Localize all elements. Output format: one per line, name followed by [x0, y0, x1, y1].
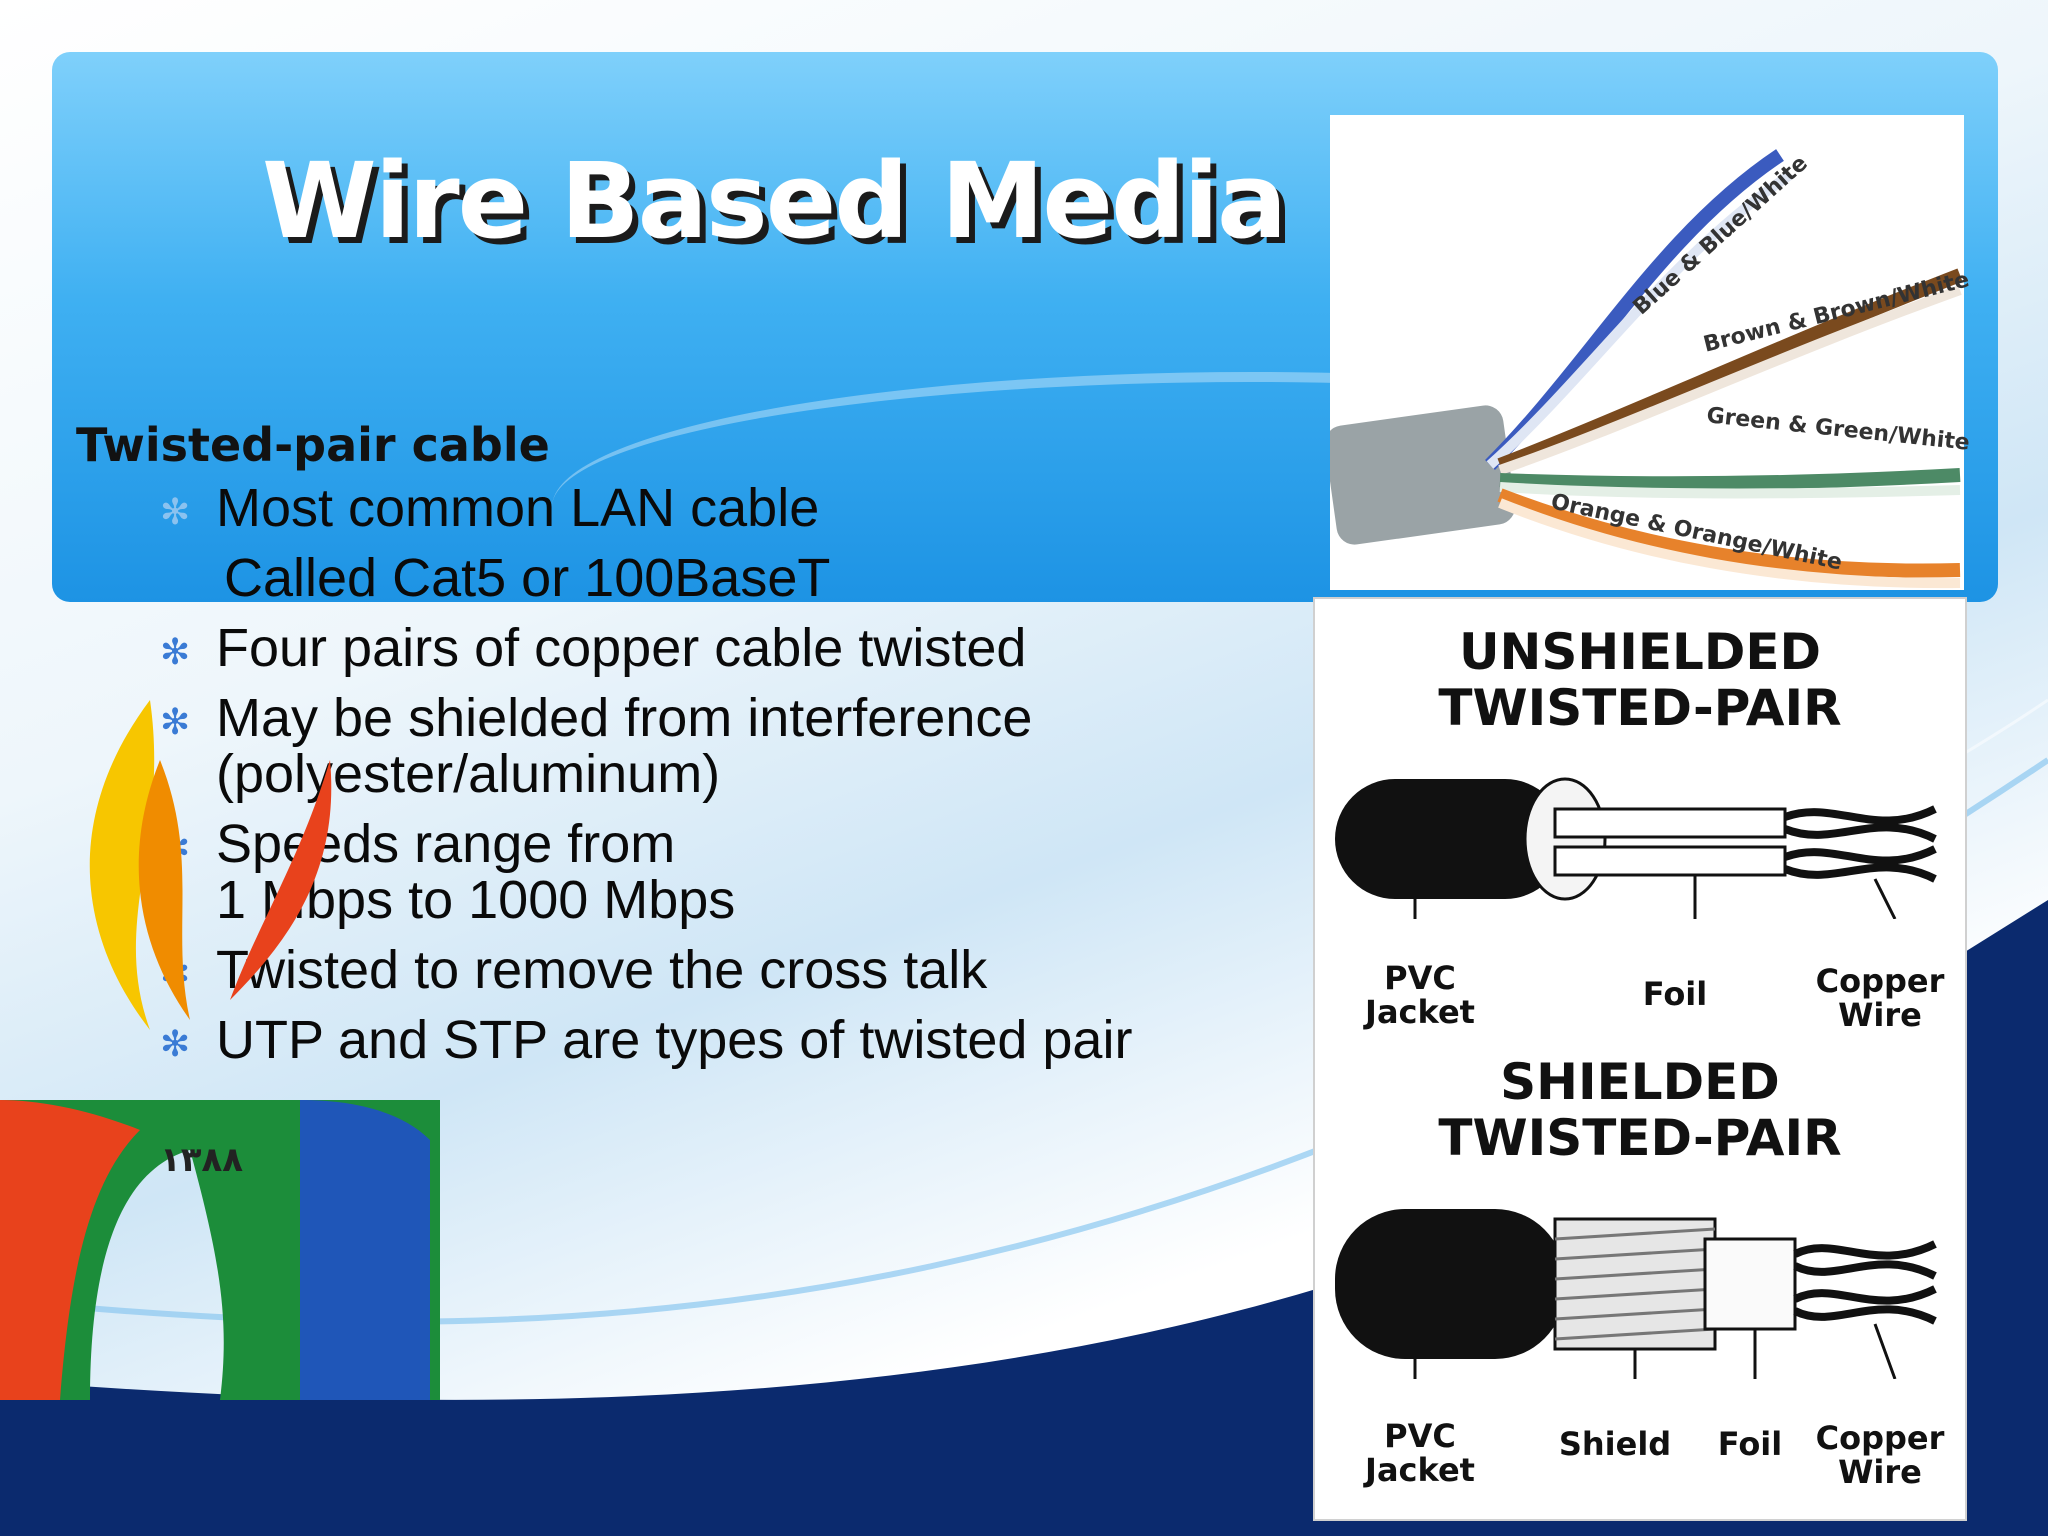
asterisk-bullet-icon: ✻ [160, 1023, 191, 1064]
stp-label-pvc: PVC Jacket [1355, 1419, 1485, 1487]
stp-label-copper: Copper Wire [1815, 1421, 1945, 1489]
utp-pvc-line2: Jacket [1365, 993, 1475, 1031]
utp-heading-line1: UNSHIELDED [1458, 623, 1822, 681]
bullet-list: ✻ Most common LAN cable Called Cat5 or 1… [160, 480, 1310, 1082]
bullet-item: ✻ Most common LAN cable [160, 480, 1310, 536]
asterisk-bullet-icon: ✻ [160, 701, 191, 742]
cable-photo-art [1324, 115, 1964, 590]
bullet-text: Four pairs of copper cable twisted [216, 618, 1027, 678]
flame-logo-art [0, 700, 440, 1400]
bullet-item: ✻ May be shielded from interference (pol… [160, 690, 1310, 802]
stp-copper-line2: Wire [1838, 1453, 1922, 1491]
stp-cable-drawing [1335, 1209, 1937, 1379]
logo-year: ١٣٨٨ [160, 1140, 244, 1180]
twisted-pair-cable-photo: Blue & Blue/White Brown & Brown/White Gr… [1324, 115, 1972, 590]
utp-stp-diagram: UNSHIELDED TWISTED-PAIR PVC Jacket Foil … [1313, 597, 1967, 1521]
bullet-item: ✻ Four pairs of copper cable twisted [160, 620, 1310, 676]
asterisk-bullet-icon: ✻ [160, 631, 191, 672]
stp-label-foil: Foil [1717, 1425, 1783, 1463]
bullet-text: Called Cat5 or 100BaseT [224, 548, 831, 608]
stp-heading-line1: SHIELDED [1500, 1053, 1780, 1111]
utp-label-foil: Foil [1642, 975, 1708, 1013]
stp-label-shield: Shield [1558, 1425, 1672, 1463]
bullet-item: ✻ UTP and STP are types of twisted pair [160, 1012, 1310, 1068]
bullet-text-line2: (polyester/aluminum) [216, 744, 721, 804]
utp-pvc-line1: PVC [1384, 959, 1456, 997]
asterisk-bullet-icon: ✻ [160, 491, 191, 532]
utp-heading-line2: TWISTED-PAIR [1438, 679, 1842, 737]
flame-logo: ١٣٨٨ [0, 700, 440, 1420]
banner-sweep-decoration [552, 372, 1952, 602]
utp-cable-drawing [1335, 777, 1937, 919]
utp-label-copper: Copper Wire [1815, 964, 1945, 1032]
bullet-text: Most common LAN cable [216, 478, 820, 538]
bullet-item: ✻ Twisted to remove the cross talk [160, 942, 1310, 998]
bullet-item-continuation: Called Cat5 or 100BaseT [160, 550, 1310, 606]
stp-heading-line2: TWISTED-PAIR [1438, 1109, 1842, 1167]
utp-copper-line1: Copper [1815, 962, 1945, 1000]
bullet-text: May be shielded from interference [216, 688, 1033, 748]
stp-pvc-line2: Jacket [1365, 1451, 1475, 1489]
slide-title: Wire Based Media [262, 140, 1287, 262]
stp-pvc-line1: PVC [1384, 1417, 1456, 1455]
bullet-text: UTP and STP are types of twisted pair [216, 1010, 1133, 1070]
subheading: Twisted-pair cable [76, 418, 550, 472]
utp-copper-line2: Wire [1838, 996, 1922, 1034]
bullet-text: Twisted to remove the cross talk [216, 940, 988, 1000]
utp-label-pvc: PVC Jacket [1355, 961, 1485, 1029]
stp-copper-line1: Copper [1815, 1419, 1945, 1457]
